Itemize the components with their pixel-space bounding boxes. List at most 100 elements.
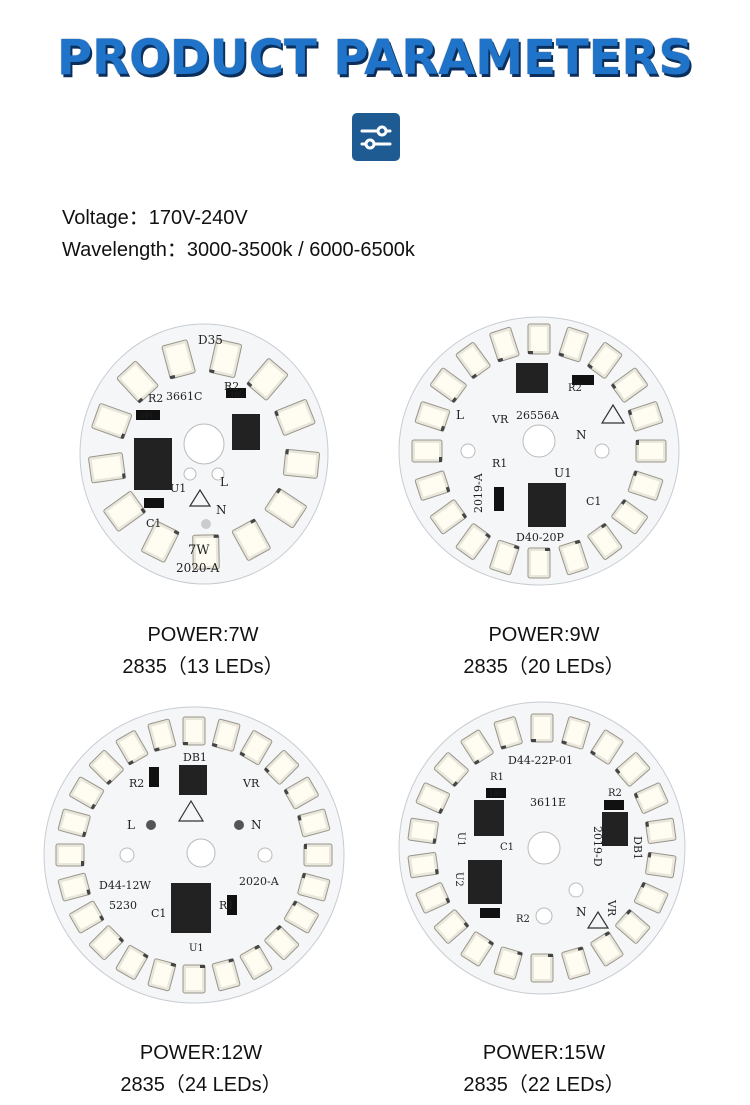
led-chip: [282, 448, 321, 479]
pcb-label: U1: [170, 482, 186, 495]
pcb-label: N: [576, 428, 587, 442]
led-chip: [211, 958, 241, 992]
pcb-label: R2: [129, 777, 144, 790]
led-chip: [460, 729, 494, 765]
led-chip: [530, 713, 554, 743]
pcb-label: R2: [516, 914, 530, 925]
pcb-label: 101: [140, 412, 153, 420]
led-chip: [407, 817, 439, 845]
power-label: POWER:7W: [147, 624, 259, 646]
led-chip: [527, 323, 551, 355]
pcb-label: C1: [586, 495, 601, 508]
led-chip: [264, 925, 300, 961]
led-chip: [88, 452, 126, 484]
led-chip: [415, 882, 451, 914]
pcb-label: R2: [568, 383, 582, 394]
led-chip: [274, 399, 316, 436]
led-chip: [611, 367, 648, 403]
power-label: POWER:15W: [482, 1042, 606, 1064]
wavelength-value: 3000-3500k / 6000-6500k: [186, 239, 415, 261]
wavelength-row: Wavelength：3000-3500k / 6000-6500k: [62, 234, 415, 266]
led-chip: [433, 909, 470, 944]
led-chip: [590, 729, 624, 765]
led-chip: [635, 439, 667, 463]
led-chip: [91, 403, 133, 440]
pcb-label: U1: [455, 832, 466, 847]
product-caption-9w: POWER:9W 2835（20 LEDs）: [414, 619, 674, 683]
power-label: POWER:9W: [488, 624, 600, 646]
led-chip: [141, 520, 180, 563]
pcb-label: L: [456, 408, 464, 422]
pcb-label: 26556A: [516, 409, 560, 422]
pcb-label: L: [127, 818, 135, 832]
pcb-label: 180: [489, 790, 502, 798]
led-chip: [633, 782, 669, 814]
led-chip: [115, 730, 149, 766]
led-chip: [634, 882, 669, 914]
spec-list: Voltage：170V-240V Wavelength：3000-3500k …: [62, 202, 415, 266]
pcb-label: U2: [453, 872, 464, 887]
led-chip: [69, 776, 105, 810]
pcb-label: VR: [491, 413, 509, 426]
led-chip: [239, 730, 273, 766]
led-chip: [411, 439, 443, 463]
led-chip: [561, 716, 591, 750]
wavelength-label: Wavelength：: [62, 239, 187, 261]
led-chip: [407, 851, 439, 879]
led-chip: [57, 872, 91, 902]
led-chip: [561, 946, 591, 980]
product-caption-12w: POWER:12W 2835（24 LEDs）: [71, 1037, 331, 1101]
product-caption-15w: POWER:15W 2835（22 LEDs）: [414, 1037, 674, 1101]
pcb-label: C1: [151, 907, 166, 920]
pcb-label: 2020-A: [239, 875, 280, 888]
led-chip: [57, 808, 91, 838]
pcb-label: R1: [219, 899, 234, 912]
led-chip: [530, 953, 554, 983]
led-chip: [558, 326, 589, 363]
pcb-label: N: [216, 503, 227, 517]
led-chip: [590, 931, 624, 967]
pcb-label: D44-22P-01: [508, 754, 573, 767]
pcb-label: 5230: [109, 899, 137, 912]
led-chip: [264, 749, 300, 785]
pcb-label: R2: [224, 380, 239, 393]
voltage-row: Voltage：170V-240V: [62, 202, 415, 234]
pcb-label: R1: [492, 457, 507, 470]
pcb-label: D35: [198, 333, 223, 347]
pcb-board-12w: DB1 R2 VR L N D44-12W 2020-A 5230 C1 R1 …: [43, 705, 345, 1010]
pcb-label: VR: [242, 777, 260, 790]
sliders-icon: [352, 113, 400, 161]
led-chip: [297, 872, 331, 902]
voltage-label: Voltage：: [62, 207, 149, 229]
led-count-label: 2835（24 LEDs）: [120, 1074, 282, 1096]
led-chip: [283, 900, 319, 934]
power-label: POWER:12W: [139, 1042, 263, 1064]
led-chip: [182, 716, 206, 746]
pcb-label: DB1: [183, 751, 207, 764]
pcb-label: 7W: [188, 543, 210, 558]
led-chip: [415, 782, 450, 814]
led-chip: [493, 946, 523, 980]
led-chip: [611, 499, 648, 535]
led-chip: [455, 342, 491, 379]
led-chip: [182, 964, 206, 994]
led-chip: [460, 931, 494, 967]
led-chip: [116, 360, 159, 404]
led-chip: [489, 539, 520, 576]
led-chip: [303, 843, 333, 867]
led-chip: [627, 401, 664, 432]
led-chip: [103, 491, 146, 532]
pcb-label: N: [576, 905, 587, 919]
led-chip: [414, 401, 451, 432]
led-chip: [297, 808, 331, 838]
led-chip: [55, 843, 85, 867]
pcb-label: R2: [148, 392, 163, 405]
pcb-label: 2019-A: [472, 472, 485, 513]
pcb-label: 2019-D: [591, 826, 604, 867]
voltage-value: 170V-240V: [148, 207, 248, 229]
pcb-label: L: [220, 475, 228, 489]
led-chip: [614, 752, 651, 787]
pcb-label: C1: [500, 842, 514, 853]
led-chip: [433, 752, 469, 787]
led-chip: [88, 925, 124, 961]
